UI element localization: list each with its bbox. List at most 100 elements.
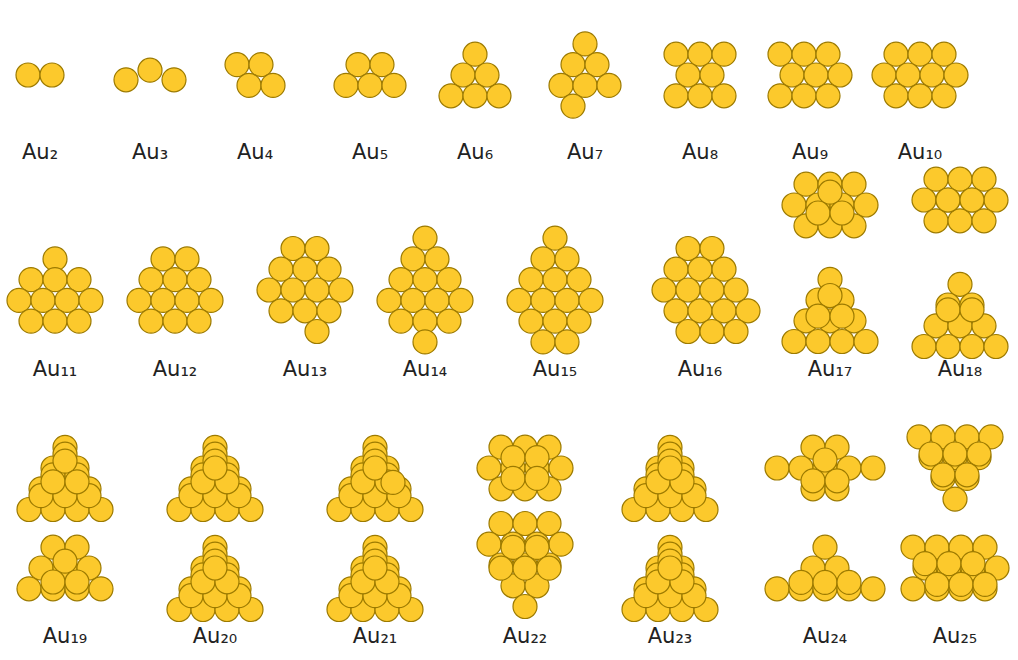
gold-atom [712,84,736,108]
gold-atom [854,330,878,354]
gold-atom [688,84,712,108]
cluster-label: Au₃ [132,140,168,165]
gold-atom [818,284,842,308]
gold-atom [501,466,525,490]
gold-atom [573,73,597,97]
gold-atom [579,288,603,312]
cluster-label: Au₉ [792,140,828,165]
gold-atom [401,247,425,271]
gold-atom [531,247,555,271]
gold-atom [700,63,724,87]
gold-atom [700,237,724,261]
gold-atom [305,278,329,302]
gold-atom [40,63,64,87]
gold-atom [561,53,585,77]
gold-atom [837,570,861,594]
gold-atom [676,320,700,344]
gold-atom [451,63,475,87]
gold-atom [884,84,908,108]
gold-atom [913,552,937,576]
gold-atom [664,42,688,66]
gold-atom [920,63,944,87]
gold-atom [961,552,985,576]
gold-atom [816,42,840,66]
gold-atom [329,278,353,302]
gold-atom [475,63,499,87]
gold-atom [67,309,91,333]
gold-atom [700,278,724,302]
gold-atom [187,268,211,292]
gold-atom [519,268,543,292]
gold-atom [816,84,840,108]
gold-atom [53,549,77,573]
gold-atom [813,570,837,594]
gold-atom [806,330,830,354]
gold-atom [925,572,949,596]
gold-atom [828,63,852,87]
gold-atom [175,288,199,312]
gold-atom [41,570,65,594]
gold-atom [972,167,996,191]
gold-atom [972,209,996,233]
gold-atom [967,442,991,466]
gold-atom [65,470,89,494]
gold-atom [489,556,513,580]
gold-atom [413,268,437,292]
gold-atom [955,463,979,487]
gold-atom [543,309,567,333]
gold-atom [830,304,854,328]
gold-atom [370,53,394,77]
gold-atom [567,268,591,292]
gold-atom [163,309,187,333]
gold-atom [249,53,273,77]
gold-atom [724,278,748,302]
gold-atom [825,469,849,493]
cluster-label: Au₁₀ [898,140,943,165]
gold-atom [585,53,609,77]
cluster-label: Au₁₅ [533,357,578,382]
cluster-label: Au₁₉ [43,624,88,649]
gold-atom [936,188,960,212]
gold-atom [768,84,792,108]
cluster-label: Au₂₄ [803,624,848,649]
gold-atom [984,188,1008,212]
gold-atom [293,299,317,323]
gold-atom [919,442,943,466]
gold-atom [896,63,920,87]
cluster-label: Au₄ [237,140,273,165]
gold-atom [782,330,806,354]
gold-atom [7,288,31,312]
gold-atom [463,84,487,108]
gold-atom [519,309,543,333]
gold-atom [281,278,305,302]
gold-atom [531,330,555,354]
gold-atom [664,84,688,108]
gold-atom [555,330,579,354]
gold-atom [203,556,227,580]
gold-atom [305,320,329,344]
gold-atom [765,456,789,480]
gold-atom [43,268,67,292]
gold-atom [477,532,501,556]
gold-atom [664,299,688,323]
cluster-label: Au₁₂ [153,357,198,382]
gold-atom [139,309,163,333]
cluster-label: Au₂₂ [503,624,548,649]
gold-atom [413,330,437,354]
gold-atom [884,42,908,66]
gold-atom [664,257,688,281]
gold-atom [67,268,91,292]
gold-atom [487,84,511,108]
gold-atom [736,299,760,323]
gold-atom [688,257,712,281]
gold-atom [401,288,425,312]
cluster-label: Au₅ [352,140,388,165]
gold-atom [555,247,579,271]
gold-atom [377,288,401,312]
gold-atom [425,247,449,271]
cluster-label: Au₁₄ [403,357,448,382]
gold-atom [806,304,830,328]
gold-atom [425,288,449,312]
gold-atom [269,299,293,323]
gold-atom [513,556,537,580]
